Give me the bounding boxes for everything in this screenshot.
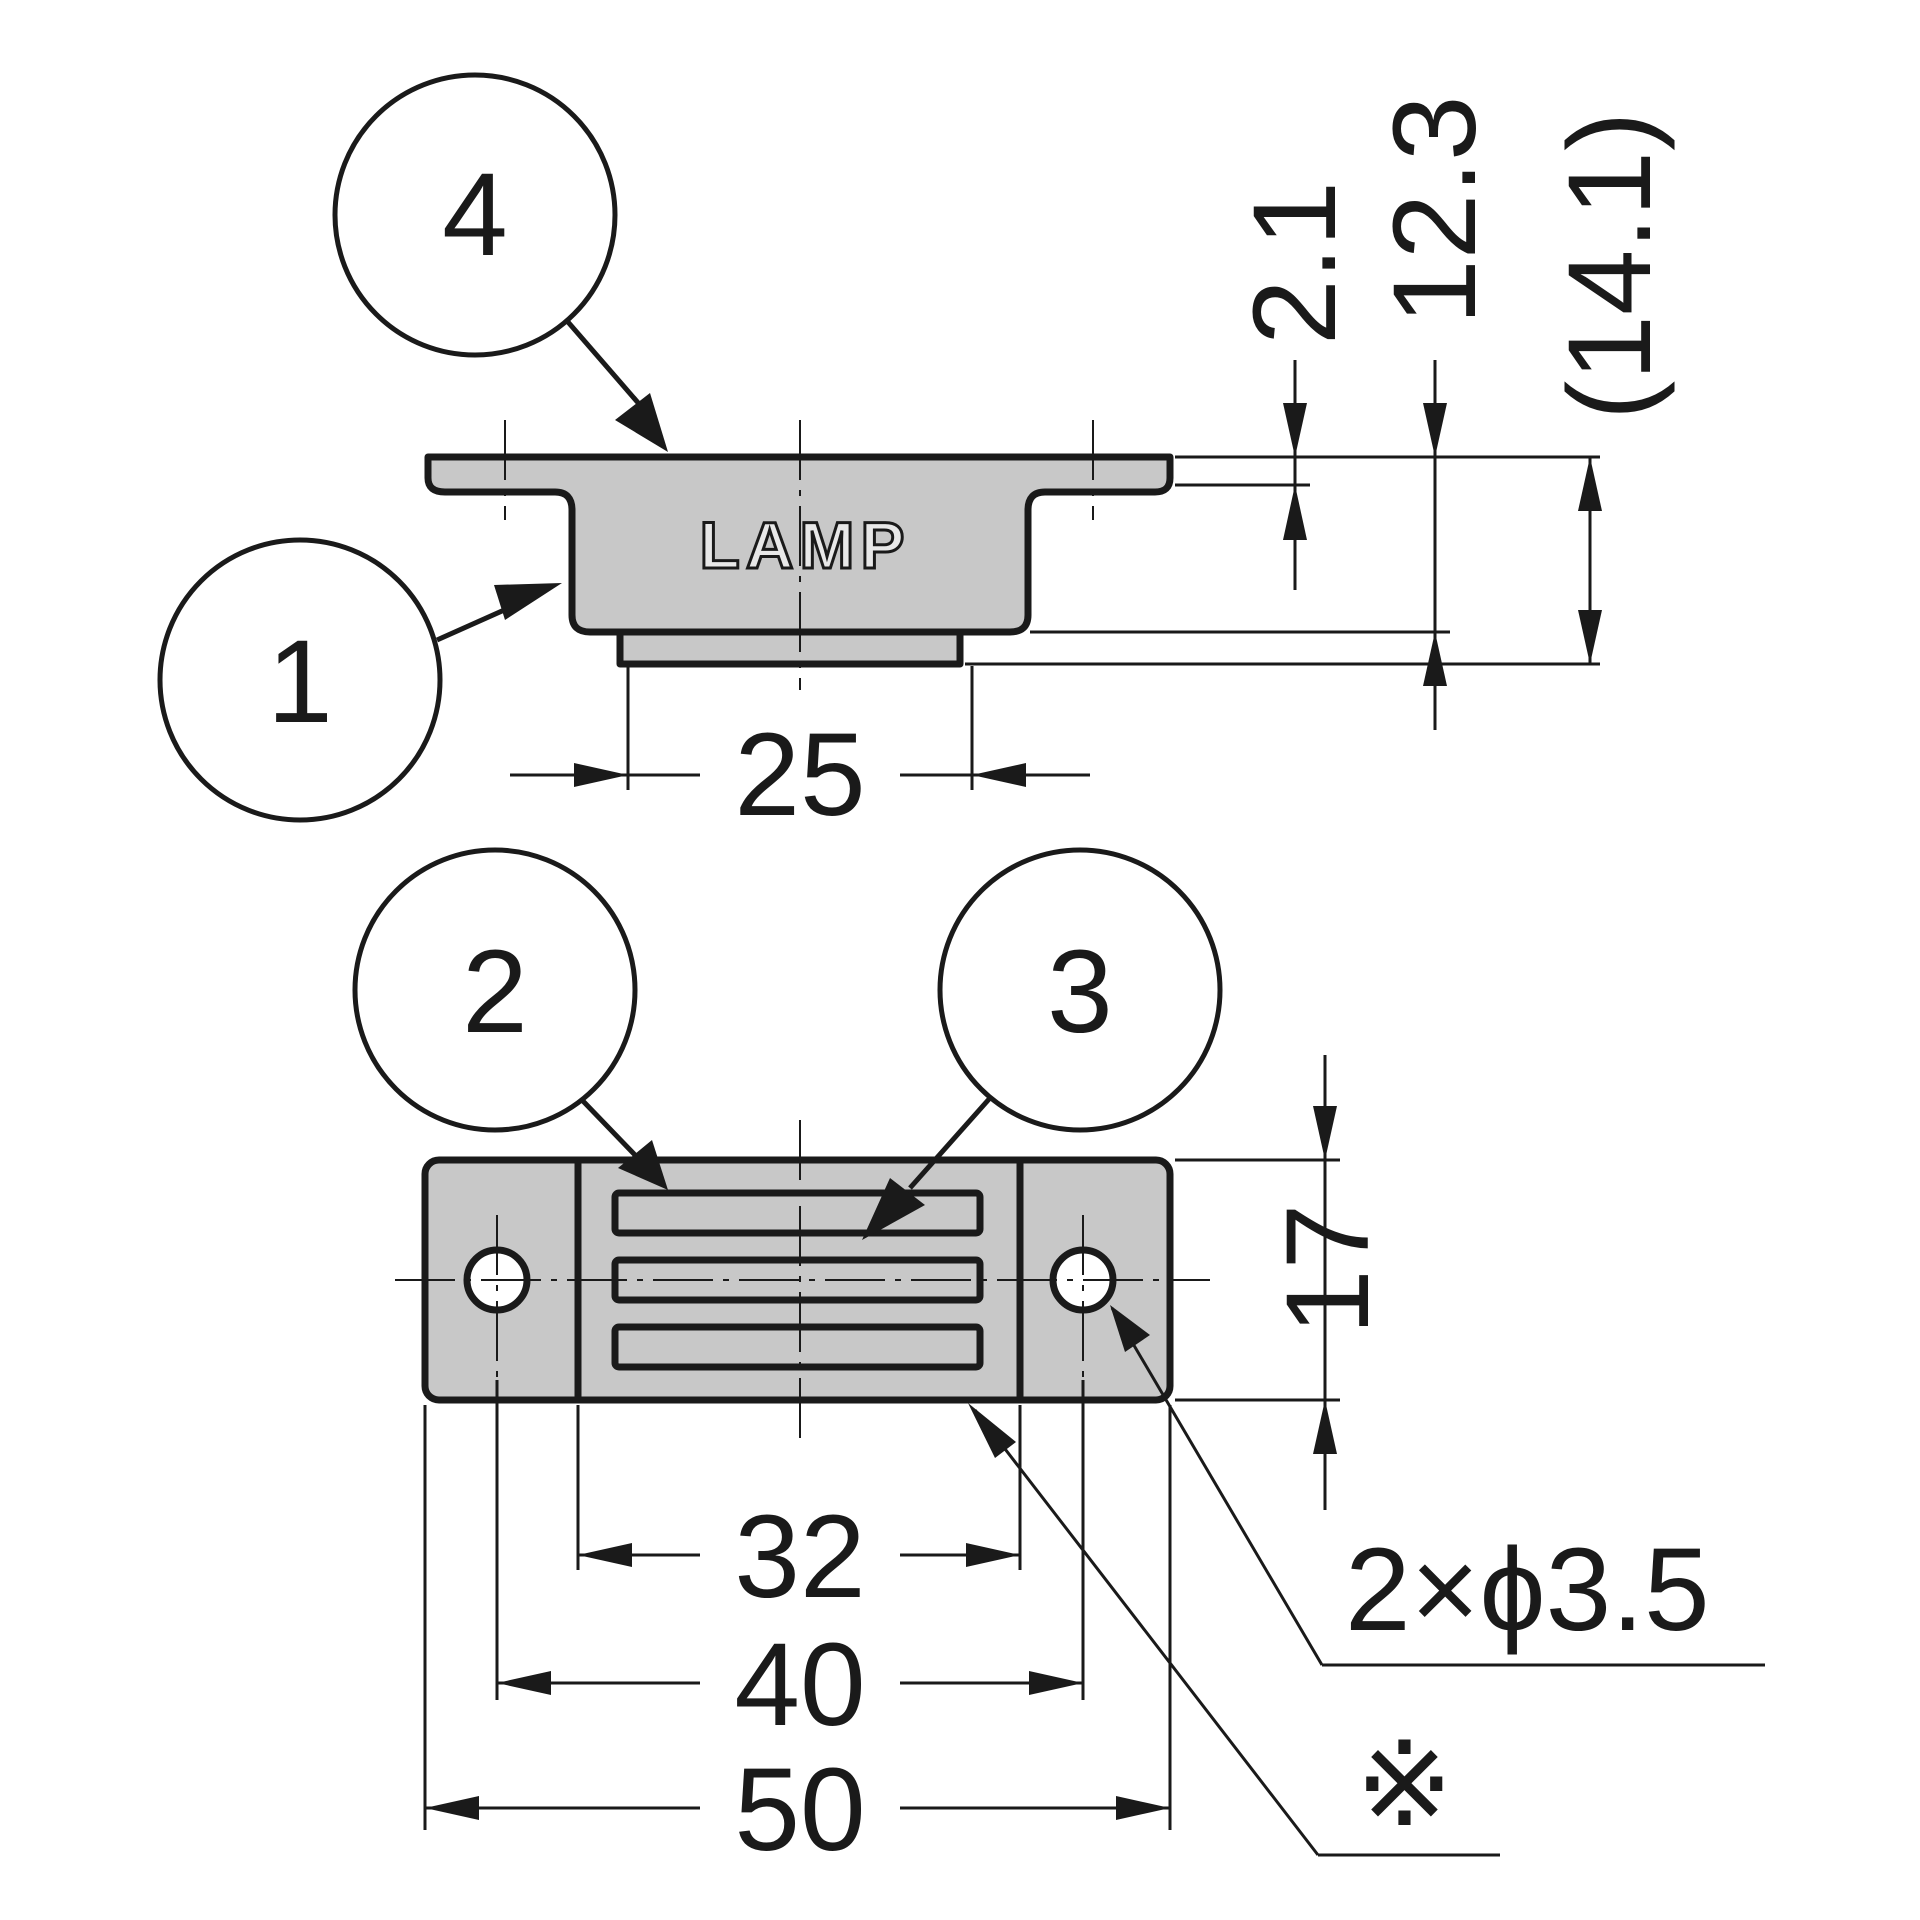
dim-14-1-arrow-top [1578, 457, 1602, 511]
callout-3-circle [937, 847, 1223, 1133]
dim-12-3-label: 12.3 [1369, 95, 1501, 325]
dim-2-1-arrow-top [1283, 403, 1307, 457]
note-leader-arrow [968, 1403, 1016, 1458]
dim-25-label: 25 [734, 709, 865, 841]
lamp-logo: LAMP [700, 508, 911, 582]
dim-14-1-label: (14.1) [1544, 112, 1676, 420]
callout-2-circle [352, 847, 638, 1133]
callout-4-label: 4 [442, 149, 508, 281]
callout-2-arrow [618, 1140, 668, 1190]
dim-50-label: 50 [734, 1744, 865, 1876]
top-view-slot-1 [611, 1189, 984, 1237]
holes-leader-diagonal [1110, 1307, 1324, 1666]
dim-25-arrow-right [972, 763, 1026, 787]
note-mark-label: ※ [1355, 1719, 1454, 1851]
dim-32-arrow-right [966, 1543, 1020, 1567]
top-view-slot-3 [611, 1323, 984, 1371]
dim-2-1-arrow-bottom [1283, 485, 1307, 540]
callout-1-arrow [494, 583, 562, 620]
callout-4-leader [566, 320, 642, 407]
callout-3-arrow [862, 1178, 925, 1240]
dim-17-arrow-bottom [1313, 1400, 1337, 1454]
dim-40-arrow-right [1029, 1671, 1083, 1695]
callout-3-leader [908, 1096, 992, 1190]
dim-17-label: 17 [1262, 1204, 1394, 1335]
note-leader-diagonal [973, 1409, 1320, 1856]
dim-25-arrow-left [574, 763, 628, 787]
dim-12-3-arrow-bottom [1423, 632, 1447, 686]
callout-1-circle [157, 537, 443, 823]
dim-17-arrow-top [1313, 1106, 1337, 1160]
callout-1-label: 1 [267, 616, 333, 748]
callout-3-label: 3 [1047, 926, 1113, 1058]
dim-50-arrow-right [1116, 1796, 1170, 1820]
callout-4-arrow [615, 393, 668, 452]
side-view: LAMP 2.1 12.3 (14.1) 25 [157, 72, 1676, 841]
callout-2-label: 2 [462, 926, 528, 1058]
top-view: 32 40 50 17 2×ϕ3.5 ※ 2 [352, 847, 1765, 1876]
dim-40-arrow-left [497, 1671, 551, 1695]
dim-50-arrow-left [425, 1796, 479, 1820]
side-view-base [616, 628, 964, 668]
dim-32-arrow-left [578, 1543, 632, 1567]
callout-4-circle [332, 72, 618, 358]
holes-leader-arrow [1110, 1305, 1150, 1352]
holes-spec-label: 2×ϕ3.5 [1345, 1524, 1710, 1656]
dim-2-1-label: 2.1 [1229, 181, 1361, 345]
dim-14-1-arrow-bottom [1578, 610, 1602, 664]
dim-12-3-arrow-top [1423, 403, 1447, 457]
callout-2-leader [580, 1098, 637, 1157]
dim-40-label: 40 [734, 1619, 865, 1751]
dim-32-label: 32 [734, 1491, 865, 1623]
